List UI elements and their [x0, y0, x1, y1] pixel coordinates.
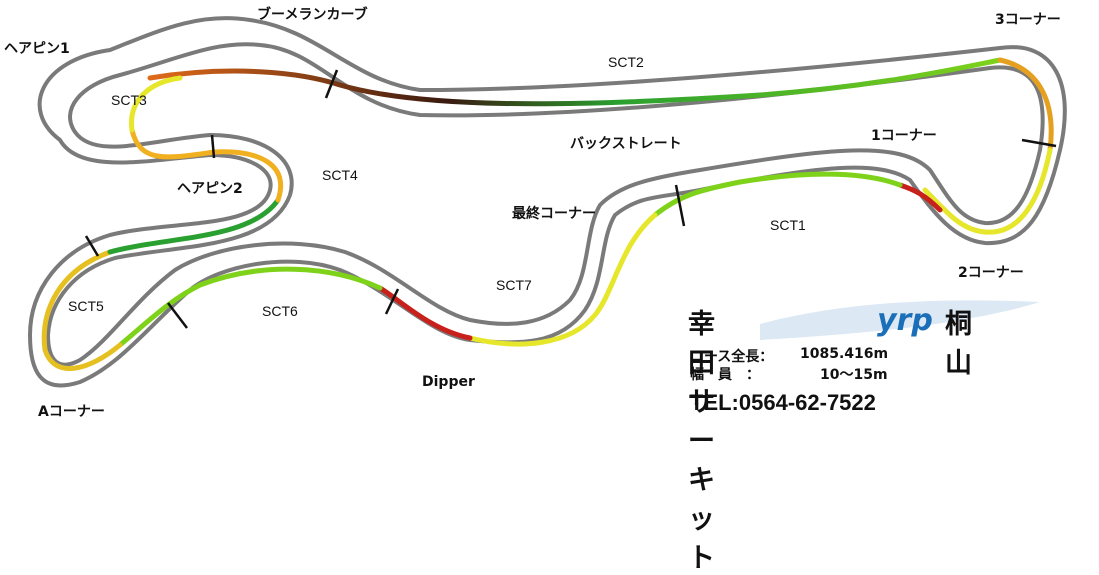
racing-line-corner2 — [922, 147, 1053, 235]
spec-length-label: コース全長： — [690, 349, 774, 365]
brand-name: 幸田サーキット — [688, 309, 716, 574]
racing-line-sct5 — [107, 197, 281, 255]
sector-label-sct5: SCT5 — [68, 298, 104, 314]
racing-line-final — [467, 212, 658, 347]
corner-label-corner3: 3コーナー — [995, 12, 1061, 28]
sector-marker — [674, 184, 686, 227]
sector-marker — [384, 288, 400, 315]
corner-label-corner2: 2コーナー — [958, 265, 1024, 281]
sector-markers — [84, 69, 1057, 329]
racing-line — [41, 57, 1054, 371]
corner-label-dipper: Dipper — [422, 374, 475, 390]
brand-mark-graphic — [760, 300, 1040, 340]
sector-marker — [167, 302, 188, 329]
racing-line-hairpin2 — [129, 127, 284, 203]
sector-marker — [1021, 138, 1057, 148]
spec-length-value: 1085.416m — [800, 346, 889, 362]
track-borders — [27, 16, 1067, 388]
corner-label-hairpin1: ヘアピン1 — [4, 41, 70, 57]
racing-line-corner3 — [997, 57, 1054, 153]
corner-label-a: Aコーナー — [38, 404, 105, 420]
spec-width-label: 幅 員 ： — [690, 367, 760, 383]
corner-label-corner1: 1コーナー — [871, 128, 937, 144]
racing-line-sct3 — [129, 75, 183, 133]
sector-label-sct2: SCT2 — [608, 54, 644, 70]
corner-label-hairpin2: ヘアピン2 — [177, 181, 243, 197]
racing-line-acorner — [41, 249, 123, 371]
sector-marker — [324, 69, 339, 99]
racing-line-sct7 — [377, 285, 473, 341]
brand-location: 桐山 — [945, 309, 972, 379]
racing-line-sct6 — [117, 266, 383, 348]
brand-mark-text: yrp — [877, 303, 933, 338]
sector-label-sct4: SCT4 — [322, 167, 358, 183]
racing-line-back-straight — [147, 57, 1003, 107]
sector-label-sct3: SCT3 — [111, 92, 147, 108]
corner-label-boomerang: ブーメランカーブ — [257, 7, 368, 23]
corner-label-final: 最終コーナー — [512, 206, 596, 222]
telephone: TEL:0564-62-7522 — [690, 390, 876, 415]
yrp-logo-icon: yrp — [877, 303, 933, 338]
sector-marker — [210, 134, 216, 159]
sector-marker — [84, 235, 100, 257]
sector-label-sct7: SCT7 — [496, 277, 532, 293]
spec-width-value: 10～15m — [820, 367, 888, 383]
sector-label-sct6: SCT6 — [262, 303, 298, 319]
racing-line-corner2-exit — [897, 182, 943, 213]
circuit-map — [27, 16, 1067, 388]
corner-label-back-straight: バックストレート — [570, 136, 682, 152]
racing-line-corner1 — [652, 171, 903, 218]
sector-label-sct1: SCT1 — [770, 217, 806, 233]
